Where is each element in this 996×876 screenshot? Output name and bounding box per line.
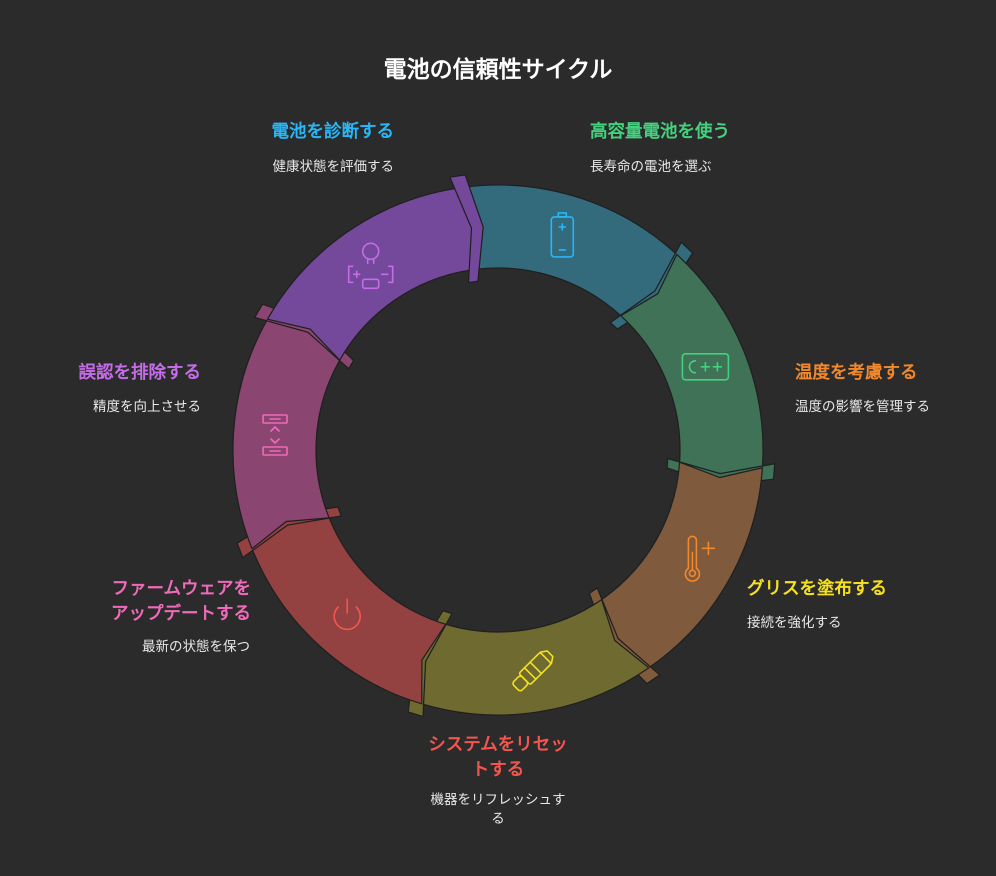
step-label-high-capacity: 高容量電池を使う (590, 122, 730, 142)
segment-reset (251, 517, 447, 705)
step-label-temperature: 温度を考慮する (795, 363, 918, 383)
segment-tab-reset (236, 506, 343, 559)
step-desc-diagnose: 健康状態を評価する (272, 159, 395, 175)
grease-tube-icon (512, 650, 554, 692)
step-label-false-positive: 誤認を排除する (78, 363, 202, 383)
segment-firmware (232, 318, 341, 550)
segment-tab-false-positive (449, 174, 484, 284)
step-desc-grease: 接続を強化する (747, 615, 842, 631)
step-desc-temperature: 温度の影響を管理する (795, 399, 930, 415)
thermometer-icon (684, 535, 716, 582)
step-label-grease: グリスを塗布する (747, 579, 887, 599)
step-label-reset: システムをリセッ トする (428, 735, 568, 780)
battery-icon (550, 212, 575, 258)
step-desc-high-capacity: 長寿命の電池を選ぶ (590, 159, 712, 175)
segment-tab-temperature (588, 587, 661, 685)
lightbulb-battery-icon (347, 242, 394, 290)
firmware-update-icon (262, 414, 288, 456)
c-plus-plus-icon (681, 352, 730, 381)
step-label-firmware: ファームウェアを アップデートする (111, 579, 251, 624)
step-desc-reset: 機器をリフレッシュす る (430, 792, 566, 827)
diagram-title: 電池の信頼性サイクル (383, 57, 613, 83)
power-icon (333, 598, 361, 631)
step-label-diagnose: 電池を診断する (271, 122, 395, 142)
step-desc-firmware: 最新の状態を保つ (142, 639, 250, 655)
step-desc-false-positive: 精度を向上させる (93, 399, 201, 415)
segment-diagnose (455, 184, 678, 317)
segment-temperature (600, 461, 764, 669)
